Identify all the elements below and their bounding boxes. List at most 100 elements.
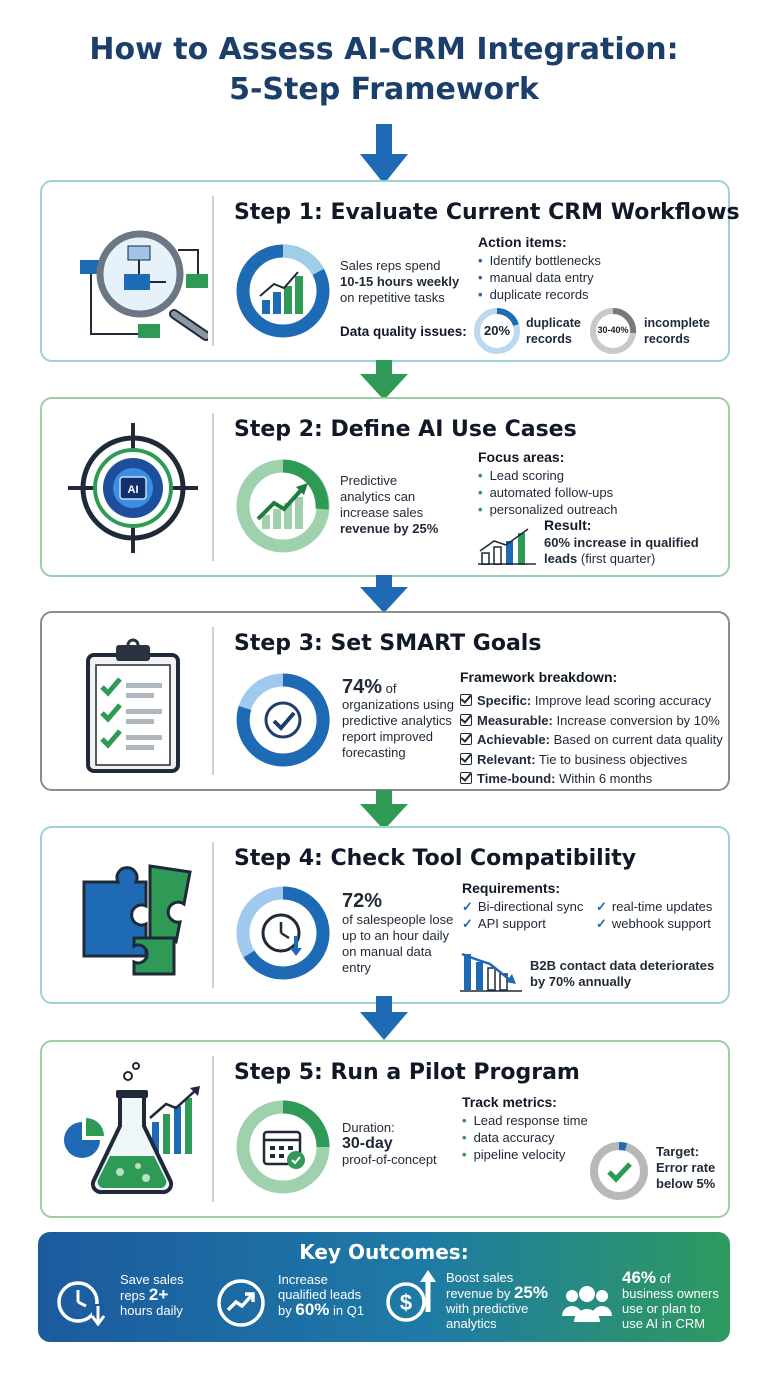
step-title: Step 1: Evaluate Current CRM Workflows	[234, 200, 740, 225]
step-title: Step 3: Set SMART Goals	[234, 631, 542, 656]
divider	[212, 196, 214, 346]
incomplete-label: incomplete records	[644, 316, 710, 346]
target-check-ring	[590, 1142, 648, 1200]
action-items-list: Identify bottlenecks manual data entry d…	[478, 252, 601, 303]
duplicate-label: duplicate records	[526, 316, 581, 346]
outcome-item: Increase qualified leads by 60% in Q1	[214, 1272, 384, 1336]
clipboard-checklist-icon	[86, 638, 180, 773]
requirements-col-1: ✓Bi-directional sync ✓API support	[462, 898, 583, 932]
stat-text: 74% of organizations using predictive an…	[342, 676, 455, 760]
checkbox-icon	[460, 752, 472, 765]
list-item: ✓webhook support	[596, 916, 711, 931]
svg-text:$: $	[400, 1290, 412, 1315]
outcome-item: $ Boost sales revenue by 25% with predic…	[384, 1270, 554, 1336]
flask-chart-icon	[64, 1062, 200, 1195]
check-icon: ✓	[596, 899, 607, 914]
requirements-col-2: ✓real-time updates ✓webhook support	[596, 898, 712, 932]
stat-text: Duration: 30-day proof-of-concept	[342, 1120, 437, 1167]
puzzle-pieces-icon	[82, 864, 192, 976]
checkbox-icon	[460, 772, 472, 784]
requirements-heading: Requirements:	[462, 880, 561, 896]
focus-areas-heading: Focus areas:	[478, 449, 565, 465]
list-item: data accuracy	[462, 1129, 588, 1146]
list-item: Relevant: Tie to business objectives	[460, 750, 723, 770]
result-heading: Result:	[544, 517, 592, 533]
trend-up-icon	[217, 1279, 265, 1327]
stat-text: Sales reps spend 10-15 hours weekly on r…	[340, 258, 460, 305]
check-icon: ✓	[462, 916, 473, 931]
step-4-card: Step 4: Check Tool Compatibility 72% of …	[40, 826, 730, 1004]
key-outcomes-banner: Key Outcomes: Save sales reps 2+ hours d…	[38, 1232, 730, 1342]
divider	[212, 842, 214, 988]
list-item: pipeline velocity	[462, 1146, 588, 1163]
down-arrow-icon	[360, 996, 408, 1040]
dollar-up-icon: $	[386, 1270, 436, 1322]
step-5-card: Step 5: Run a Pilot Program Duration: 30…	[40, 1040, 730, 1218]
track-metrics-heading: Track metrics:	[462, 1094, 557, 1110]
list-item: ✓Bi-directional sync	[462, 899, 584, 914]
result-text: 60% increase in qualified leads (first q…	[544, 535, 699, 566]
chart-up-donut-icon	[236, 244, 330, 338]
clock-donut-icon	[236, 886, 330, 980]
step-title: Step 5: Run a Pilot Program	[234, 1060, 580, 1085]
list-item: automated follow-ups	[478, 484, 617, 501]
list-item: ✓API support	[462, 916, 546, 931]
smart-checklist: Specific: Improve lead scoring accuracy …	[460, 691, 723, 789]
incomplete-ring	[590, 307, 637, 354]
step-title: Step 4: Check Tool Compatibility	[234, 846, 637, 871]
step-3-card: Step 3: Set SMART Goals 74% of organizat…	[40, 611, 730, 791]
checkbox-icon	[460, 733, 472, 745]
track-metrics-list: Lead response time data accuracy pipelin…	[462, 1112, 588, 1163]
incomplete-value: 30-40%	[597, 325, 629, 335]
outcome-text: Boost sales revenue by 25% with predicti…	[446, 1270, 548, 1331]
list-item: Lead response time	[462, 1112, 588, 1129]
growth-donut-icon	[236, 459, 330, 553]
step-2-card: AI Step 2: Define AI Use Cases Predictiv…	[40, 397, 730, 577]
down-arrow-icon	[360, 360, 408, 400]
list-item: duplicate records	[478, 286, 601, 303]
stat-text: Predictive analytics can increase sales …	[340, 473, 439, 536]
page-title: How to Assess AI-CRM Integration: 5-Step…	[89, 32, 679, 107]
divider	[212, 413, 214, 561]
forecast-donut-icon	[236, 673, 330, 767]
calendar-donut-icon	[236, 1100, 330, 1194]
down-arrow-icon	[360, 124, 408, 184]
outcome-text: Increase qualified leads by 60% in Q1	[278, 1272, 365, 1319]
divider	[212, 627, 214, 775]
divider	[212, 1056, 214, 1202]
outcomes-heading: Key Outcomes:	[299, 1240, 469, 1264]
list-item: Measurable: Increase conversion by 10%	[460, 711, 723, 731]
duplicate-ring	[474, 308, 520, 354]
outcome-item: Save sales reps 2+ hours daily	[54, 1272, 214, 1336]
outcome-text: Save sales reps 2+ hours daily	[120, 1272, 184, 1318]
list-item: Specific: Improve lead scoring accuracy	[460, 691, 723, 711]
checkbox-icon	[460, 694, 472, 706]
checkbox-icon	[460, 713, 472, 726]
quality-label: Data quality issues:	[340, 324, 467, 339]
clock-down-icon	[57, 1281, 106, 1327]
list-item: manual data entry	[478, 269, 601, 286]
action-items-heading: Action items:	[478, 234, 567, 250]
outcome-item: 46% of business owners use or plan to us…	[558, 1268, 726, 1336]
target-text: Target: Error rate below 5%	[656, 1144, 716, 1191]
svg-text:AI: AI	[128, 484, 139, 496]
ai-brain-target-icon: AI	[68, 423, 198, 553]
list-item: ✓real-time updates	[596, 899, 713, 914]
step-title: Step 2: Define AI Use Cases	[234, 417, 577, 442]
outcome-text: 46% of business owners use or plan to us…	[622, 1268, 719, 1331]
list-item: Time-bound: Within 6 months	[460, 769, 723, 789]
down-arrow-icon	[360, 575, 408, 613]
check-icon: ✓	[462, 899, 473, 914]
framework-heading: Framework breakdown:	[460, 669, 618, 685]
decay-text: B2B contact data deteriorates by 70% ann…	[530, 958, 715, 989]
duplicate-value: 20%	[483, 323, 511, 338]
bar-growth-icon	[478, 528, 536, 565]
stat-text: 72% of salespeople lose up to an hour da…	[342, 890, 454, 975]
list-item: Lead scoring	[478, 467, 617, 484]
list-item: Achievable: Based on current data qualit…	[460, 730, 723, 750]
check-icon: ✓	[596, 916, 607, 931]
down-arrow-icon	[360, 790, 408, 830]
bar-decline-icon	[460, 952, 522, 992]
focus-areas-list: Lead scoring automated follow-ups person…	[478, 467, 618, 518]
list-item: Identify bottlenecks	[478, 252, 601, 269]
